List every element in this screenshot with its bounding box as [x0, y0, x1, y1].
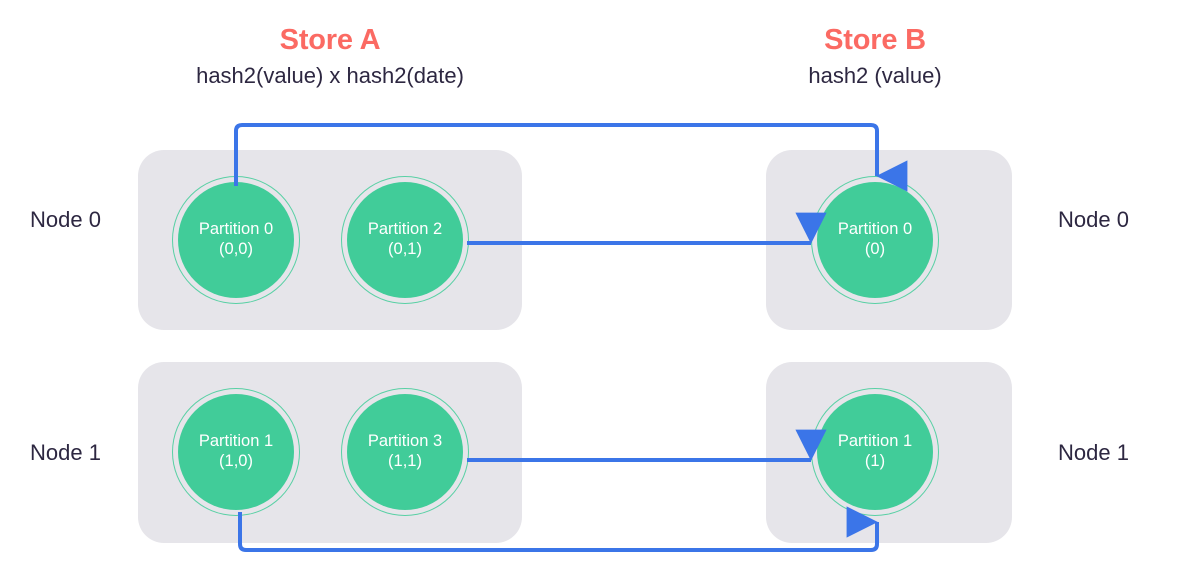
node-label-left-1: Node 1 [30, 440, 101, 465]
partition-a0-name: Partition 0 [198, 220, 274, 239]
node-label-right-1: Node 1 [1058, 440, 1129, 465]
partition-a2[interactable]: Partition 2 (0,1) [347, 182, 463, 298]
store-a-heading: Store A hash2(value) x hash2(date) [130, 26, 530, 87]
partition-a3-name: Partition 3 [367, 432, 443, 451]
partition-b1[interactable]: Partition 1 (1) [817, 394, 933, 510]
partition-b0[interactable]: Partition 0 (0) [817, 182, 933, 298]
partition-a3[interactable]: Partition 3 (1,1) [347, 394, 463, 510]
store-b-heading: Store B hash2 (value) [750, 26, 1000, 87]
partition-b0-name: Partition 0 [837, 220, 913, 239]
partition-a0[interactable]: Partition 0 (0,0) [178, 182, 294, 298]
node-label-left-0: Node 0 [30, 207, 101, 232]
partition-b0-key: (0) [864, 240, 886, 259]
store-b-title: Store B [824, 24, 926, 56]
partition-b1-key: (1) [864, 452, 886, 471]
partition-a1[interactable]: Partition 1 (1,0) [178, 394, 294, 510]
partition-b1-name: Partition 1 [837, 432, 913, 451]
partition-a3-key: (1,1) [388, 452, 422, 471]
partition-a2-name: Partition 2 [367, 220, 443, 239]
partition-a1-name: Partition 1 [198, 432, 274, 451]
partition-a2-key: (0,1) [388, 240, 422, 259]
partition-a0-key: (0,0) [219, 240, 253, 259]
store-a-title: Store A [279, 24, 381, 56]
node-label-right-0: Node 0 [1058, 207, 1129, 232]
store-b-subtitle: hash2 (value) [808, 63, 942, 88]
store-a-subtitle: hash2(value) x hash2(date) [196, 63, 464, 88]
partition-a1-key: (1,0) [219, 452, 253, 471]
